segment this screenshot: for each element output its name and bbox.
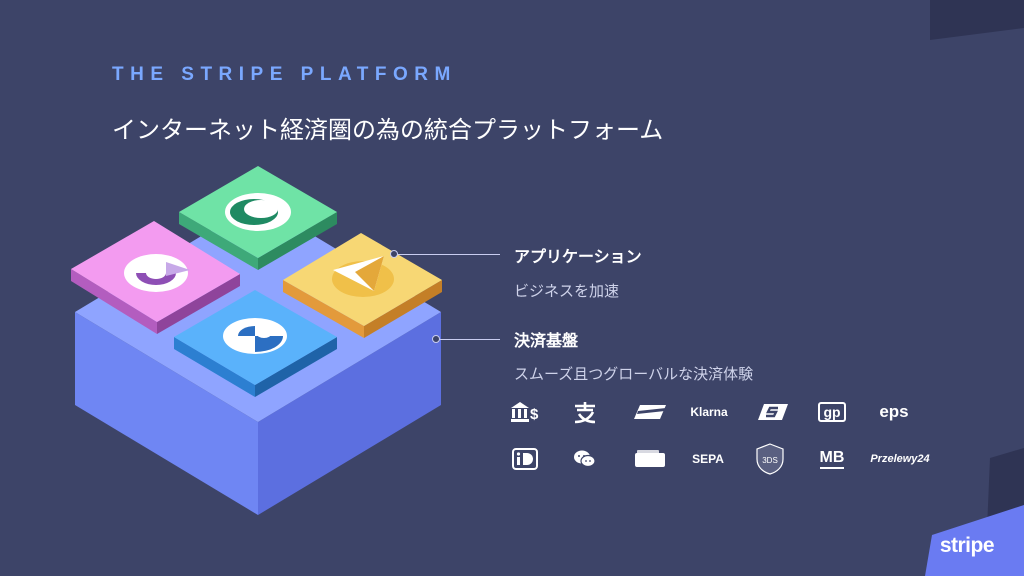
eps-logo: eps [879,402,909,421]
bank-transfer-icon: $ [503,398,547,426]
klarna-logo: Klarna [690,405,728,419]
base-left-face [75,312,258,515]
alipay-icon [563,398,607,426]
payments-connector-dot [432,335,440,343]
card-icon [628,398,672,426]
wechat-pay-icon [563,445,607,473]
wallet-icon [628,445,672,473]
applications-subtitle: ビジネスを加速 [514,282,620,300]
3ds-shield-icon: 3DS [748,441,792,477]
applications-title: アプリケーション [514,247,642,266]
przelewy24-logo: Przelewy24 [870,453,930,465]
ideal-icon [503,445,547,473]
giropay-logo: gp [810,398,854,426]
payments-title: 決済基盤 [514,331,579,350]
svg-text:$: $ [530,406,539,423]
sofort-icon [751,398,795,426]
applications-connector [394,254,500,255]
payments-subtitle: スムーズ且つグローバルな決済体験 [514,365,754,383]
multibanco-logo: MB [810,443,854,475]
3ds-label: 3DS [762,456,778,465]
stripe-logo: stripe [939,534,995,557]
page-title: インターネット経済圏の為の統合プラットフォーム [112,116,664,144]
sepa-logo: SEPA [692,452,724,466]
base-right-face [258,312,441,515]
eyebrow-title: THE STRIPE PLATFORM [112,64,457,85]
payments-connector [436,339,500,340]
applications-connector-dot [390,250,398,258]
